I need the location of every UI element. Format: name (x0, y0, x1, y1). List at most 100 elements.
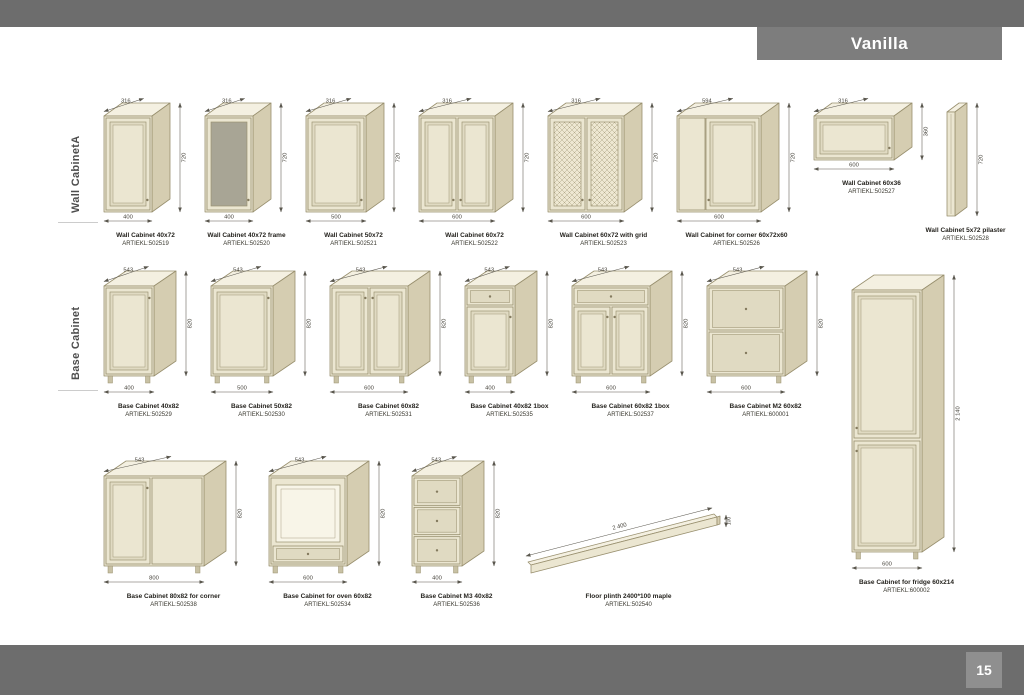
item-code: ARTIEKL:502534 (304, 602, 351, 609)
item-code: ARTIEKL:502528 (942, 236, 989, 243)
item-code: ARTIEKL:502521 (330, 241, 377, 248)
item-name: Base Cabinet 60x82 1box (591, 403, 670, 410)
svg-text:600: 600 (581, 215, 591, 221)
svg-text:720: 720 (283, 153, 289, 163)
svg-text:400: 400 (124, 386, 134, 392)
svg-text:600: 600 (452, 215, 462, 221)
svg-text:2 400: 2 400 (612, 522, 628, 531)
svg-text:820: 820 (188, 319, 194, 329)
item-name: Base Cabinet 50x82 (230, 403, 293, 410)
svg-text:543: 543 (598, 268, 608, 274)
item-name: Base Cabinet 60x82 (357, 403, 420, 410)
svg-text:360: 360 (924, 127, 930, 137)
cabinet-drawing: 543 820 500 (210, 266, 313, 394)
cabinet-drawing: 543 820 400 (103, 266, 194, 394)
svg-text:820: 820 (684, 319, 690, 329)
item-code: ARTIEKL:502536 (433, 602, 480, 609)
item-name: Base Cabinet M3 40x82 (420, 593, 493, 600)
item-code: ARTIEKL:600002 (883, 588, 930, 595)
svg-text:316: 316 (442, 99, 452, 105)
svg-text:600: 600 (606, 386, 616, 392)
cabinet-drawing: 316 720 600 (418, 97, 531, 223)
item-name: Wall Cabinet 5x72 pilaster (925, 227, 1006, 234)
section-divider (58, 222, 98, 223)
item-code: ARTIEKL:502537 (607, 412, 654, 419)
item-code: ARTIEKL:502529 (125, 412, 172, 419)
svg-text:820: 820 (381, 509, 387, 519)
svg-text:543: 543 (431, 458, 441, 464)
item-code: ARTIEKL:502531 (365, 412, 412, 419)
page-number: 15 (976, 662, 992, 678)
svg-text:316: 316 (121, 99, 131, 105)
svg-text:100: 100 (727, 517, 733, 526)
svg-text:543: 543 (123, 268, 133, 274)
svg-text:720: 720 (525, 153, 531, 163)
section-label-wall-cabinet: Wall CabinetA (70, 135, 82, 213)
item-code: ARTIEKL:502522 (451, 241, 498, 248)
item-name: Wall Cabinet 60x72 (445, 232, 504, 239)
svg-text:600: 600 (741, 386, 751, 392)
item-name: Wall Cabinet 50x72 (324, 232, 383, 239)
item-name: Wall Cabinet 60x36 (842, 180, 901, 187)
item-code: ARTIEKL:502526 (713, 241, 760, 248)
top-bar (0, 0, 1024, 27)
svg-text:543: 543 (233, 268, 243, 274)
item-code: ARTIEKL:502540 (605, 602, 652, 609)
item-code: ARTIEKL:502530 (238, 412, 285, 419)
svg-text:800: 800 (149, 576, 159, 582)
svg-text:820: 820 (442, 319, 448, 329)
svg-text:594: 594 (702, 99, 712, 105)
svg-text:543: 543 (733, 268, 743, 274)
svg-text:543: 543 (135, 458, 145, 464)
item-code: ARTIEKL:502527 (848, 189, 895, 196)
collection-title-box: Vanilla (757, 27, 1002, 60)
svg-text:820: 820 (307, 319, 313, 329)
cabinet-drawing: 2 400 100 (525, 507, 733, 574)
collection-title: Vanilla (850, 33, 909, 53)
svg-text:720: 720 (979, 155, 985, 165)
svg-text:720: 720 (396, 153, 402, 163)
svg-text:500: 500 (237, 386, 247, 392)
item-name: Floor plinth 2400*100 maple (585, 593, 672, 600)
svg-text:600: 600 (849, 163, 859, 169)
svg-text:820: 820 (819, 319, 825, 329)
svg-text:543: 543 (295, 458, 305, 464)
section-label-base-cabinet: Base Cabinet (70, 306, 82, 380)
svg-text:400: 400 (224, 215, 234, 221)
item-name: Base Cabinet M2 60x82 (729, 403, 802, 410)
svg-text:720: 720 (654, 153, 660, 163)
item-code: ARTIEKL:502523 (580, 241, 627, 248)
svg-text:600: 600 (882, 562, 892, 568)
